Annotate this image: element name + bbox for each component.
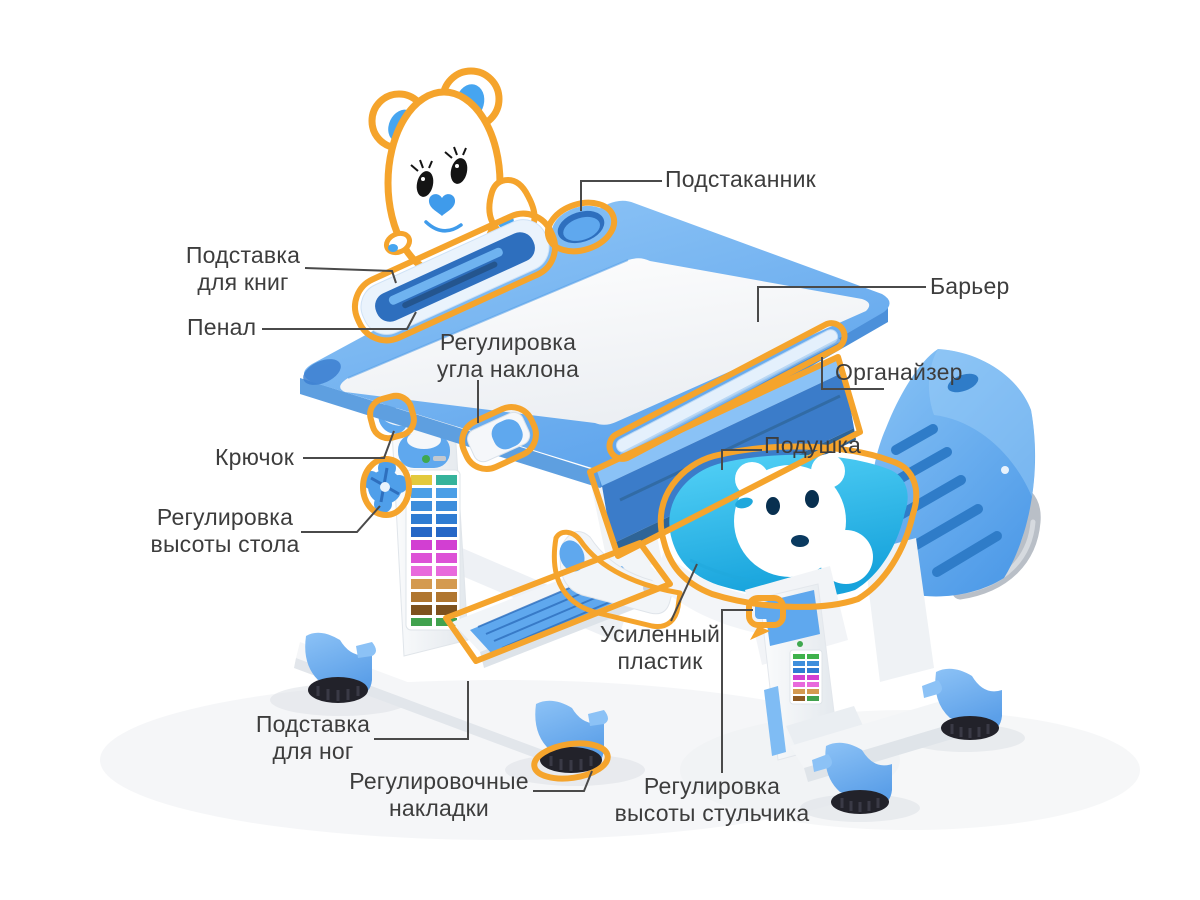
leader-chair-height: [721, 609, 753, 773]
label-organizer: Органайзер: [835, 359, 963, 385]
pencil-tray-highlight: [352, 210, 558, 344]
label-desk-height: Регулировка высоты стола: [150, 504, 300, 557]
organizer-highlight: [587, 354, 863, 559]
seat-cushion-icon: [669, 454, 908, 598]
chair-height-scale-sticker: [789, 649, 823, 705]
tilt-knob-highlight: [459, 404, 539, 472]
chair: [652, 454, 1002, 814]
barrier-strip: [615, 329, 841, 456]
label-adjustable-pads: Регулировочные накладки: [349, 768, 529, 821]
desk-front-foot: [305, 632, 376, 703]
chair-height-knob-pointer: [750, 626, 770, 640]
label-chair-height: Регулировка высоты стульчика: [614, 773, 810, 826]
leader-pencil-case: [262, 311, 417, 330]
leader-hook: [303, 430, 395, 459]
highlight-outlines: [352, 199, 920, 782]
leader-cup-holder: [580, 180, 662, 211]
desk-height-knob-highlight: [360, 456, 412, 518]
chair-height-knob-highlight: [746, 595, 786, 628]
desk-height-knob: [362, 459, 408, 513]
footrest-highlight: [443, 540, 673, 664]
leader-book-stand: [304, 267, 397, 284]
pencil-tray-icon: [360, 219, 550, 335]
chair-base: [786, 668, 1002, 814]
cup-holder-icon: [551, 205, 611, 249]
cushion-highlight: [657, 443, 920, 610]
leader-cushion: [721, 449, 762, 470]
adjustable-pad-highlight: [531, 740, 611, 782]
leader-lines: [262, 180, 926, 792]
label-reinforced-plastic: Усиленный пластик: [599, 621, 721, 674]
desk-base: [294, 632, 608, 776]
desk-height-scale-sticker: [405, 469, 461, 631]
chair-rear-foot: [922, 668, 1002, 740]
label-barrier: Барьер: [930, 273, 1010, 299]
label-hook: Крючок: [215, 444, 294, 470]
label-tilt-adjustment: Регулировка угла наклона: [436, 329, 580, 382]
label-cup-holder: Подстаканник: [665, 166, 816, 192]
label-footrest: Подставка для ног: [255, 711, 371, 764]
hook-highlight: [367, 392, 417, 442]
leader-pads: [533, 770, 593, 792]
label-cushion: Подушка: [764, 432, 861, 458]
leader-barrier: [757, 286, 926, 322]
tilt-knob-icon: [466, 411, 531, 463]
leader-organizer: [821, 357, 884, 390]
leader-desk-height: [301, 505, 381, 533]
label-book-stand: Подставка для книг: [185, 242, 301, 295]
cup-holder-highlight: [544, 199, 618, 255]
leader-reinforced-plastic: [670, 563, 698, 622]
chair-front-foot: [812, 742, 892, 814]
chair-backrest: [870, 349, 1036, 597]
leader-footrest: [374, 681, 469, 740]
cushion-bear-face: [734, 454, 873, 584]
label-pencil-case: Пенал: [187, 314, 257, 340]
